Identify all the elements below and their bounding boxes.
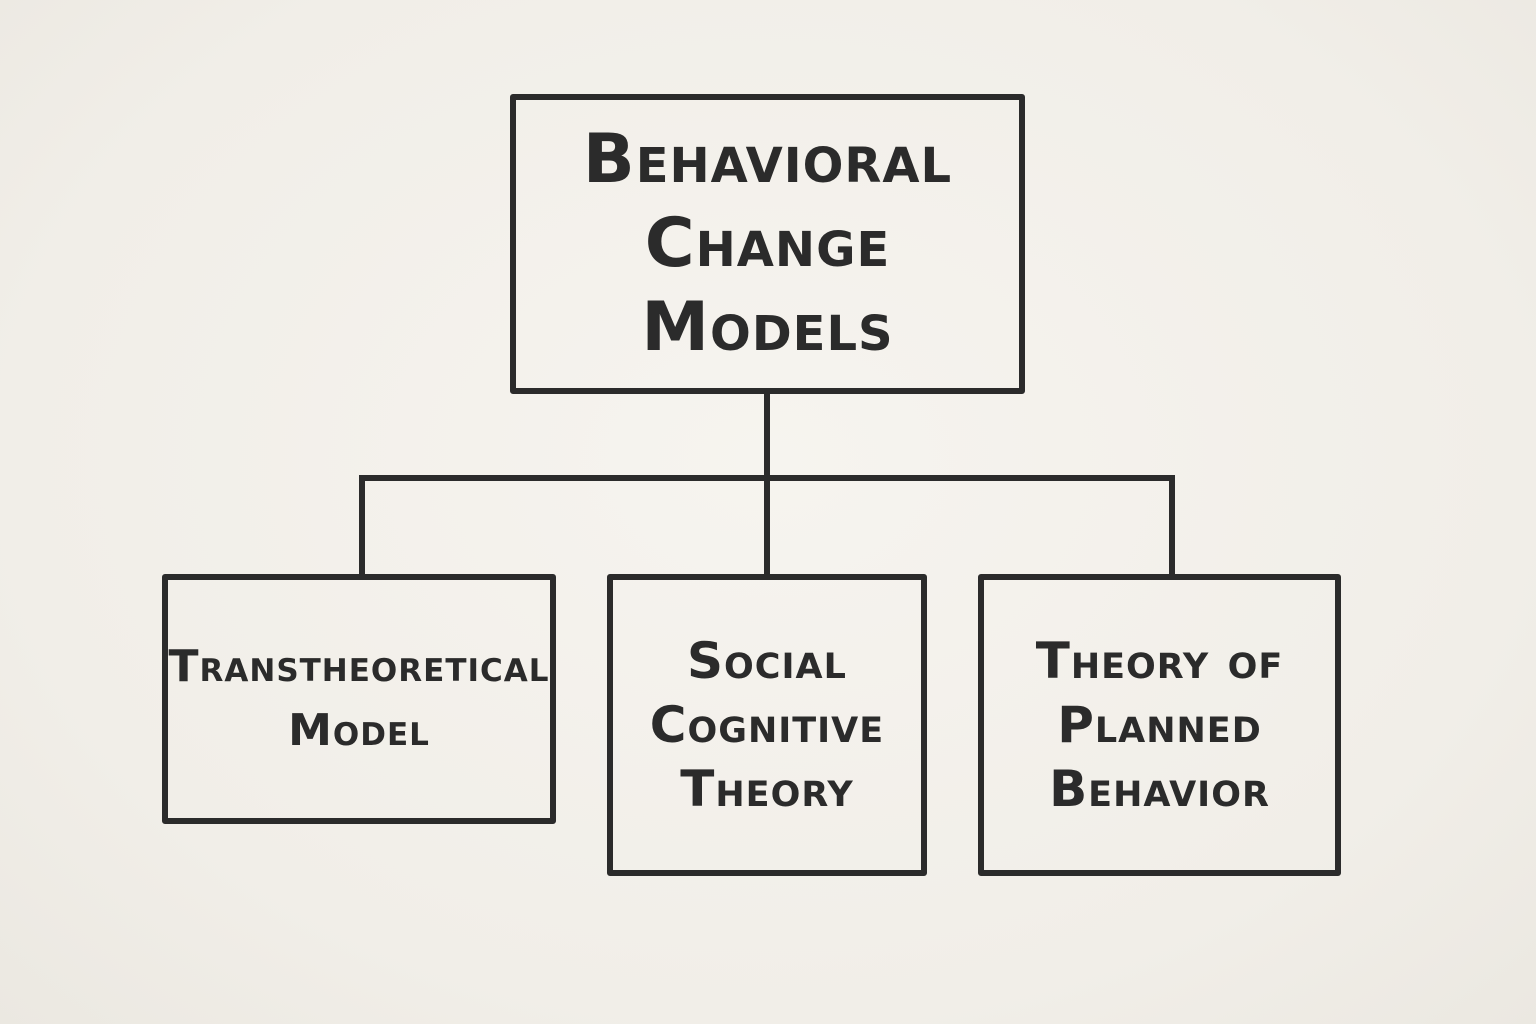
child-node-label: Transtheoretical Model	[169, 635, 550, 763]
child-label-line: Transtheoretical	[168, 641, 550, 692]
child-node-label: Social Cognitive Theory	[650, 629, 884, 821]
child-label-line: Model	[288, 705, 430, 756]
root-node-box: Behavioral Change Models	[510, 94, 1025, 394]
child-label-line: Planned	[1057, 696, 1262, 754]
child-node-social-cognitive: Social Cognitive Theory	[607, 574, 927, 876]
child-label-line: Theory of	[1035, 632, 1284, 690]
root-label-line: Behavioral	[582, 120, 953, 199]
child-label-line: Cognitive	[649, 696, 885, 754]
child-label-line: Behavior	[1049, 760, 1270, 818]
child-node-planned-behavior: Theory of Planned Behavior	[978, 574, 1341, 876]
child-label-line: Theory	[680, 760, 854, 818]
child-node-label: Theory of Planned Behavior	[1036, 629, 1284, 821]
child-node-transtheoretical: Transtheoretical Model	[162, 574, 556, 824]
root-node-label: Behavioral Change Models	[583, 118, 952, 370]
root-label-line: Models	[641, 288, 894, 367]
root-label-line: Change	[644, 204, 891, 283]
child-label-line: Social	[687, 632, 847, 690]
